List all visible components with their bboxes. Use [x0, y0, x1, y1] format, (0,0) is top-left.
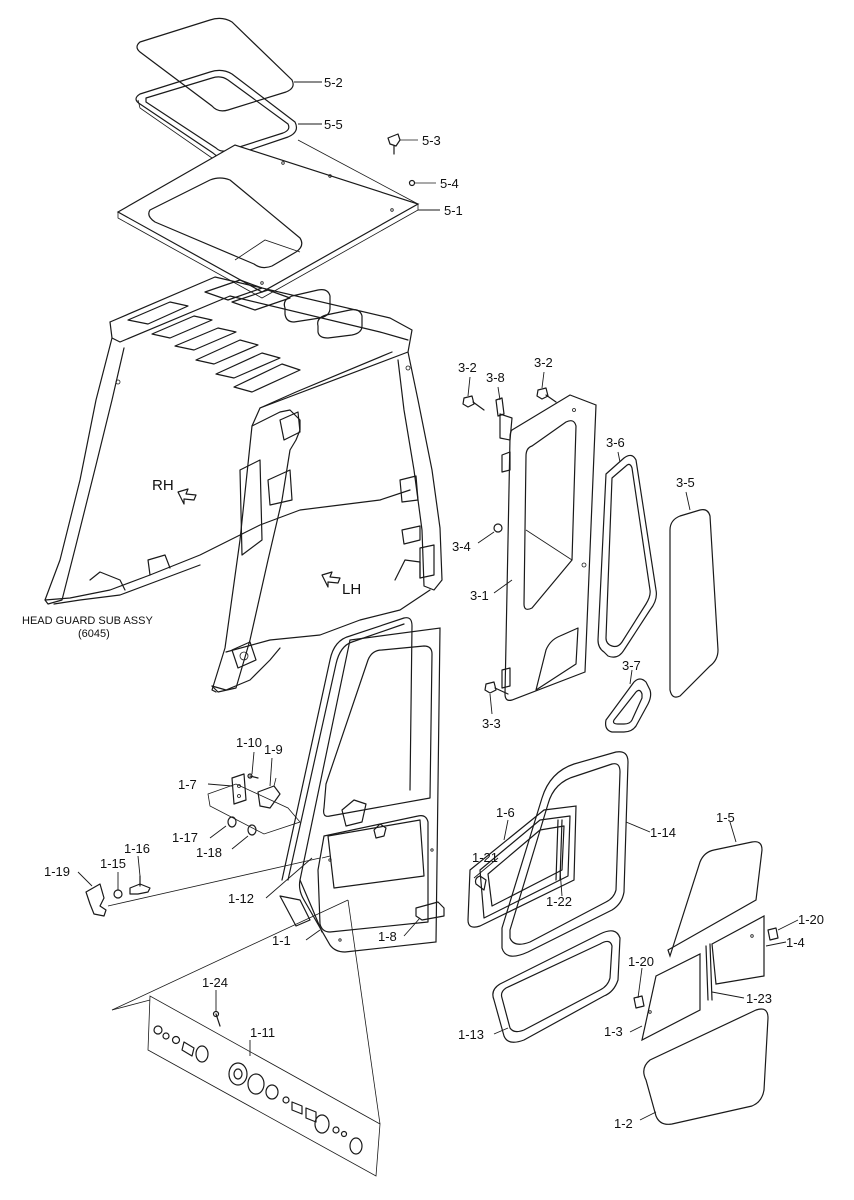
- label-1-19: 1-19: [44, 864, 70, 879]
- door-handle-latch: [257, 777, 281, 809]
- front-glass-mid-right: [711, 914, 765, 985]
- label-1-3: 1-3: [604, 1024, 623, 1039]
- label-5-3: 5-3: [422, 133, 441, 148]
- label-1-21: 1-21: [472, 850, 498, 865]
- door-hinge-lh: [495, 397, 513, 441]
- label-5-2: 5-2: [324, 75, 343, 90]
- lock-parts-panel: [111, 899, 381, 1177]
- sliding-window-assembly: [467, 805, 577, 928]
- hinge-bolt-a: [462, 395, 485, 411]
- label-3-7: 3-7: [622, 658, 641, 673]
- label-1-1: 1-1: [272, 933, 291, 948]
- label-1-23: 1-23: [746, 991, 772, 1006]
- hinge-bolt-b: [536, 387, 557, 403]
- door-glass-upper: [669, 509, 719, 698]
- leader-lines: [77, 81, 799, 1121]
- front-door-frame: [279, 627, 441, 953]
- label-1-17: 1-17: [172, 830, 198, 845]
- label-1-13: 1-13: [458, 1027, 484, 1042]
- roof-window-glass: [136, 17, 294, 112]
- head-guard-code: (6045): [78, 628, 110, 640]
- door-handle-bracket: [231, 773, 247, 805]
- label-1-12: 1-12: [228, 891, 254, 906]
- roof-bolt: [387, 133, 418, 155]
- door-spacer-b: [247, 824, 257, 836]
- window-clip-lower: [633, 995, 645, 1009]
- roof-panel: [116, 139, 420, 299]
- roof-washer: [408, 179, 436, 187]
- label-1-20-left: 1-20: [628, 954, 654, 969]
- rh-label: RH: [152, 477, 174, 494]
- lower-window-seal: [492, 930, 621, 1043]
- door-window-seal-lower: [605, 678, 652, 733]
- front-glass-lower: [643, 1008, 769, 1125]
- label-1-24: 1-24: [202, 975, 228, 990]
- window-clip-upper: [767, 927, 779, 941]
- label-5-5: 5-5: [324, 117, 343, 132]
- door-seal-frame: [281, 617, 413, 881]
- label-1-16: 1-16: [124, 841, 150, 856]
- label-3-6: 3-6: [606, 435, 625, 450]
- door-spacer-a: [227, 816, 237, 828]
- label-3-5: 3-5: [676, 475, 695, 490]
- door-handle-plate: [207, 783, 301, 835]
- label-1-9: 1-9: [264, 742, 283, 757]
- lock-screw: [212, 1010, 221, 1027]
- label-1-10: 1-10: [236, 735, 262, 750]
- label-1-7: 1-7: [178, 777, 197, 792]
- label-1-4: 1-4: [786, 935, 805, 950]
- label-1-6: 1-6: [496, 805, 515, 820]
- door-lock-assembly: [85, 875, 151, 917]
- head-guard-title: HEAD GUARD SUB ASSY: [22, 615, 153, 627]
- label-5-1: 5-1: [444, 203, 463, 218]
- lh-direction-arrow: [321, 571, 341, 588]
- label-1-18: 1-18: [196, 845, 222, 860]
- label-1-5: 1-5: [716, 810, 735, 825]
- large-window-seal: [501, 751, 629, 957]
- label-3-8: 3-8: [486, 370, 505, 385]
- label-1-2: 1-2: [614, 1116, 633, 1131]
- door-window-seal-upper: [597, 454, 657, 658]
- door-handle-screw: [247, 773, 259, 779]
- label-3-2-right: 3-2: [534, 355, 553, 370]
- door-stopper: [493, 523, 503, 533]
- rh-direction-arrow: [177, 488, 197, 505]
- label-1-22: 1-22: [546, 894, 572, 909]
- door-bolt-bottom: [484, 681, 509, 695]
- label-3-3: 3-3: [482, 716, 501, 731]
- label-3-1: 3-1: [470, 588, 489, 603]
- label-1-11: 1-11: [250, 1025, 275, 1040]
- label-5-4: 5-4: [440, 176, 459, 191]
- label-1-8: 1-8: [378, 929, 397, 944]
- label-1-15: 1-15: [100, 856, 126, 871]
- head-guard-frame: [44, 276, 443, 693]
- door-bottom-catch: [415, 901, 445, 921]
- lh-label: LH: [342, 581, 361, 598]
- door-panel-lh: [501, 394, 597, 701]
- label-1-20-right: 1-20: [798, 912, 824, 927]
- label-3-4: 3-4: [452, 539, 471, 554]
- door-latch-rod: [107, 857, 321, 907]
- label-3-2-left: 3-2: [458, 360, 477, 375]
- part-labels: 5-2 5-5 5-3 5-4 5-1 3-2 3-8 3-2 3-6 3-5 …: [44, 75, 824, 1131]
- front-glass-upper: [667, 841, 763, 958]
- window-divider-strip: [705, 943, 713, 1001]
- label-1-14: 1-14: [650, 825, 676, 840]
- annotations: RH LH HEAD GUARD SUB ASSY (6045): [22, 477, 361, 640]
- front-glass-mid-left: [641, 953, 701, 1042]
